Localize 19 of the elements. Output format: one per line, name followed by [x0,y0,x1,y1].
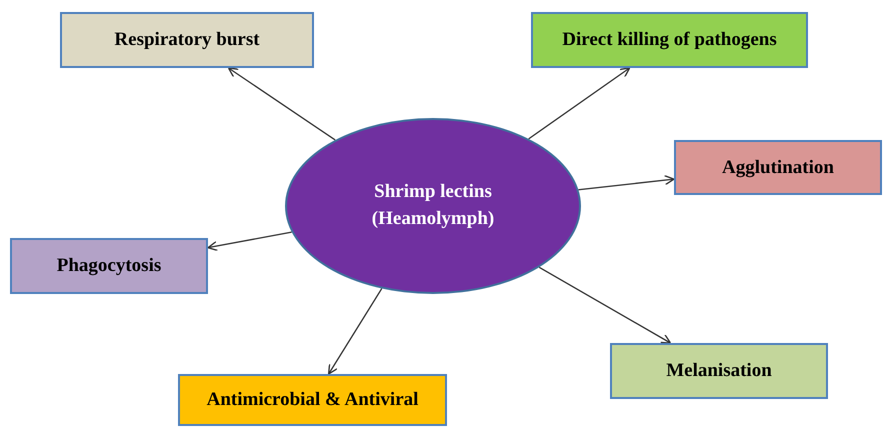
node-label: Agglutination [721,156,835,178]
function-box [531,12,808,68]
arrow [228,67,336,141]
node-label: Antimicrobial & Antiviral [206,389,420,411]
function-box [10,238,208,294]
arrow [207,232,292,252]
function-box [610,343,828,399]
function-box [60,12,314,68]
node-label: Phagocytosis [56,255,162,277]
node-label: Respiratory burst [113,29,261,51]
node-label: Shrimp lectins (Heamolymph) [370,180,496,231]
arrow [528,67,630,140]
arrow [538,266,672,344]
node-label: Melanisation [665,360,773,382]
function-box [178,374,447,426]
arrow [328,288,382,375]
node-label: Direct killing of pathogens [561,29,778,51]
arrow [578,174,675,190]
function-box [674,140,882,195]
